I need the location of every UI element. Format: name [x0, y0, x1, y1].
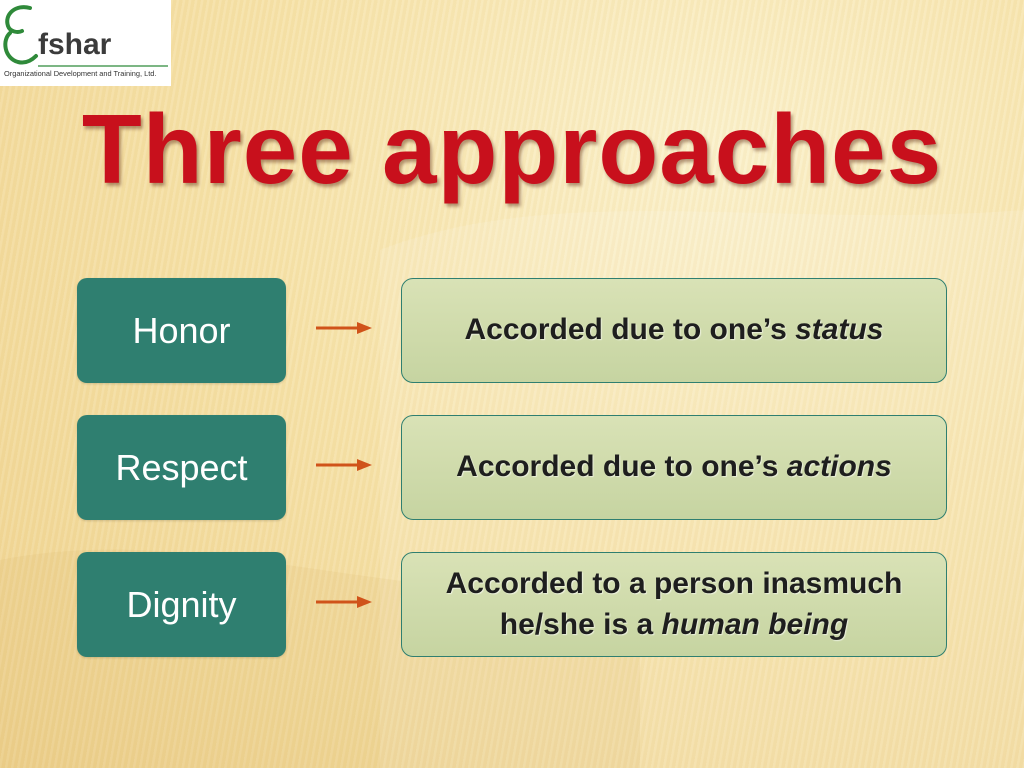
description-text: he/she is a — [499, 607, 662, 641]
slide-title: Three approaches — [81, 94, 943, 204]
description-line: Accorded to a person inasmuch — [445, 567, 903, 600]
description-respect: Accorded due to one’s actions — [401, 415, 947, 520]
term-dignity: Dignity — [77, 552, 286, 657]
term-respect: Respect — [77, 415, 286, 520]
arrow-right-icon — [316, 596, 372, 608]
term-honor: Honor — [77, 278, 286, 383]
description-text: Accorded due to one’s — [464, 313, 796, 347]
logo-tagline: Organizational Development and Training,… — [4, 69, 157, 78]
description-text: Accorded due to one’s — [456, 450, 787, 484]
description-emphasis: actions — [786, 450, 892, 484]
description-dignity: Accorded to a person inasmuch he/she is … — [401, 552, 947, 657]
logo-mark-icon — [3, 5, 168, 67]
description-honor: Accorded due to one’s status — [401, 278, 947, 383]
arrow-right-icon — [316, 459, 372, 471]
description-emphasis: status — [795, 313, 884, 347]
company-logo: fshar Organizational Development and Tra… — [0, 0, 171, 86]
arrow-right-icon — [316, 322, 372, 334]
description-emphasis: human being — [661, 607, 849, 641]
logo-word: fshar — [38, 28, 112, 61]
